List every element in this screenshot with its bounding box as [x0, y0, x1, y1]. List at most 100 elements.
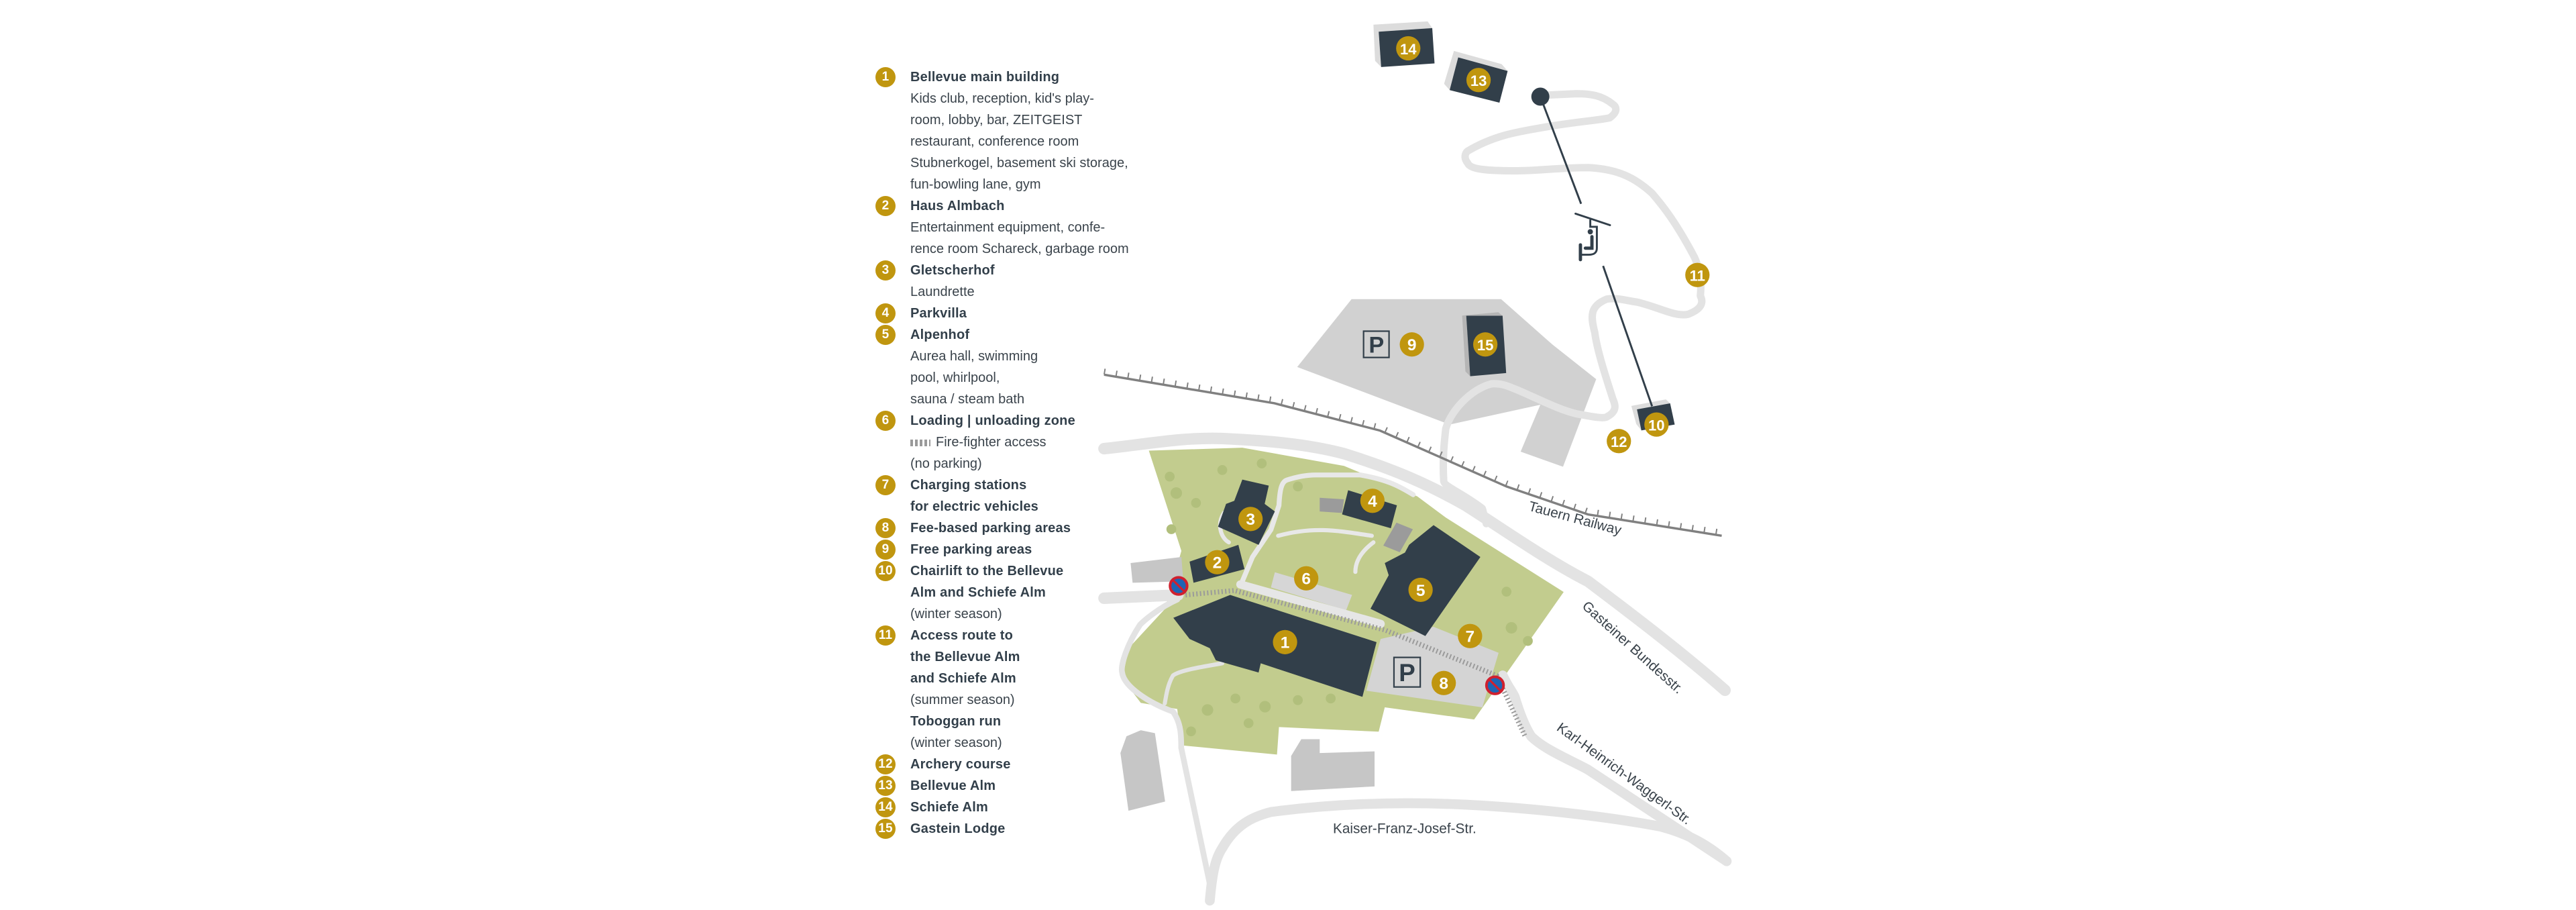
legend-text: Bellevue main building	[910, 70, 1060, 85]
legend-text: Toboggan run	[910, 714, 1002, 729]
legend-text: (no parking)	[910, 456, 982, 471]
legend-line: Kids club, reception, kid's play-	[875, 88, 1129, 109]
legend-text: Access route to	[910, 628, 1014, 643]
legend-number-badge: 14	[875, 797, 896, 817]
map-marker-15[interactable]: 15	[1473, 332, 1498, 357]
legend-line: and Schiefe Alm	[875, 668, 1129, 689]
legend-text: Gastein Lodge	[910, 821, 1006, 836]
neighbour-building	[1130, 556, 1183, 583]
no-parking-icon	[1169, 576, 1189, 596]
legend-text: Gletscherhof	[910, 263, 995, 278]
legend-text: room, lobby, bar, ZEITGEIST	[910, 113, 1083, 128]
map-marker-13[interactable]: 13	[1466, 68, 1491, 93]
road-left	[1098, 589, 1184, 604]
neighbour-building	[1291, 739, 1375, 791]
legend-text: Fee-based parking areas	[910, 521, 1071, 536]
neighbour-building	[1120, 730, 1165, 811]
legend-line: (winter season)	[875, 732, 1129, 754]
map-marker-3[interactable]: 3	[1238, 507, 1263, 532]
legend-number-badge: 1	[875, 67, 896, 87]
marker-number: 5	[1416, 582, 1426, 600]
legend-line: Toboggan run	[875, 711, 1129, 732]
hatch-icon	[910, 439, 930, 446]
marker-number: 15	[1477, 337, 1494, 354]
map-marker-4[interactable]: 4	[1360, 489, 1385, 513]
legend-number-badge: 9	[875, 540, 896, 560]
legend-number-badge: 8	[875, 518, 896, 538]
legend-item: 3 Gletscherhof	[875, 260, 1129, 281]
legend-line: the Bellevue Alm	[875, 646, 1129, 668]
legend-text: pool, whirlpool,	[910, 370, 1000, 385]
marker-number: 10	[1648, 417, 1665, 434]
marker-circle	[1399, 332, 1424, 357]
marker-number: 2	[1213, 554, 1222, 572]
legend-item: 12 Archery course	[875, 754, 1129, 775]
building-15-shadow	[1462, 312, 1503, 376]
legend-text: Entertainment equipment, confe-	[910, 220, 1106, 235]
legend-text: (winter season)	[910, 607, 1002, 621]
marker-circle	[1458, 623, 1483, 648]
legend-line: Stubnerkogel, basement ski storage,	[875, 152, 1129, 174]
driveway	[1236, 580, 1385, 628]
legend-item: 6 Loading | unloading zone	[875, 410, 1129, 432]
legend-number-badge: 10	[875, 561, 896, 581]
legend-number-badge: 12	[875, 754, 896, 774]
marker-number: 9	[1407, 336, 1417, 354]
marker-number: 7	[1466, 628, 1475, 646]
legend-text: (summer season)	[910, 693, 1015, 707]
marker-number: 13	[1470, 72, 1487, 89]
legend-number-badge: 7	[875, 475, 896, 495]
marker-circle	[1273, 629, 1297, 654]
map-marker-9[interactable]: 9	[1399, 332, 1424, 357]
building-5-annex	[1383, 522, 1413, 552]
road-gasteiner-bundesstr	[1098, 432, 1731, 697]
legend-number-badge: 4	[875, 303, 896, 323]
legend-text: Schiefe Alm	[910, 800, 988, 815]
marker-circle	[1205, 550, 1230, 574]
legend-line: pool, whirlpool,	[875, 367, 1129, 389]
legend-line: Entertainment equipment, confe-	[875, 217, 1129, 238]
marker-circle	[1238, 507, 1263, 532]
marker-circle	[1360, 489, 1385, 513]
marker-number: 14	[1400, 41, 1417, 58]
parking-sign: P	[1393, 656, 1421, 688]
map-marker-6[interactable]: 6	[1294, 566, 1319, 591]
parking-sign: P	[1362, 330, 1390, 358]
legend-number-badge: 6	[875, 411, 896, 431]
map-marker-10[interactable]: 10	[1644, 412, 1669, 437]
legend-line: Aurea hall, swimming	[875, 346, 1129, 367]
road-kaiser-franz-josef-str	[1205, 798, 1732, 906]
parking-sign-label: P	[1368, 332, 1384, 358]
legend-number-badge: 3	[875, 260, 896, 281]
legend-line: Laundrette	[875, 281, 1129, 303]
marker-number: 11	[1690, 268, 1705, 285]
legend-number-badge: 5	[875, 325, 896, 345]
map-marker-2[interactable]: 2	[1205, 550, 1230, 574]
map-marker-11[interactable]: 11	[1685, 262, 1710, 287]
legend-text: Archery course	[910, 757, 1011, 772]
map-marker-1[interactable]: 1	[1273, 629, 1297, 654]
legend-text: Alpenhof	[910, 327, 970, 342]
map-marker-7[interactable]: 7	[1458, 623, 1483, 648]
map-marker-5[interactable]: 5	[1408, 577, 1433, 603]
chairlift	[1531, 87, 1654, 407]
building-14-shadow	[1373, 21, 1433, 67]
legend-line: (summer season)	[875, 689, 1129, 711]
legend-line: (winter season)	[875, 603, 1129, 625]
map-marker-8[interactable]: 8	[1432, 670, 1456, 695]
marker-number: 12	[1611, 434, 1627, 450]
map-marker-14[interactable]: 14	[1396, 36, 1421, 61]
legend-text: Haus Almbach	[910, 199, 1005, 213]
marker-circle	[1294, 566, 1319, 591]
map-marker-12[interactable]: 12	[1607, 429, 1631, 454]
no-parking-icon	[1485, 675, 1505, 695]
legend-item: 8 Fee-based parking areas	[875, 517, 1129, 539]
marker-number: 6	[1301, 570, 1311, 589]
legend-text: Loading | unloading zone	[910, 413, 1075, 428]
legend-text: restaurant, conference room	[910, 134, 1079, 149]
